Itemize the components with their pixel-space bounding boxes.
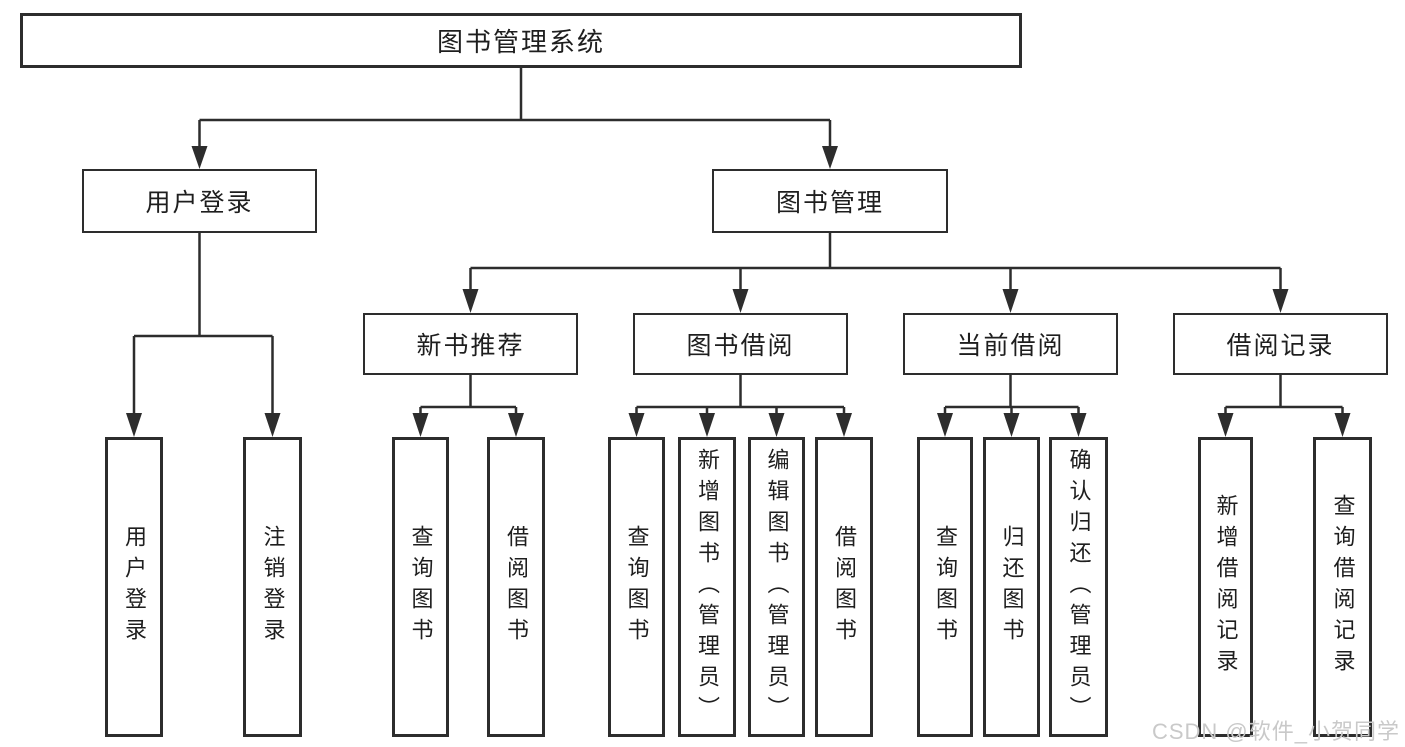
leaf-return-books: 归还图书 (983, 437, 1040, 737)
leaf-query-borrow-record: 查询借阅记录 (1313, 437, 1372, 737)
node-label: 当前借阅 (956, 332, 1065, 360)
leaf-borrow-books-newbook: 借阅图书 (487, 437, 545, 737)
node-label: 新增借阅记录 (1213, 494, 1239, 680)
node-label: 借阅图书 (832, 525, 857, 649)
node-label: 新增图书（管理员） (695, 447, 720, 727)
node-label: 确认归还（管理员） (1066, 447, 1092, 727)
leaf-logout: 注销登录 (243, 437, 302, 737)
node-current-borrow: 当前借阅 (903, 313, 1118, 375)
node-label: 图书管理系统 (436, 27, 605, 57)
leaf-confirm-return-admin: 确认归还（管理员） (1049, 437, 1108, 737)
leaf-query-books-newbook: 查询图书 (392, 437, 449, 737)
node-label: 用户登录 (145, 189, 254, 217)
leaf-query-books-current: 查询图书 (917, 437, 973, 737)
node-borrow-records: 借阅记录 (1173, 313, 1388, 375)
node-label: 归还图书 (999, 525, 1025, 649)
node-label: 查询借阅记录 (1330, 494, 1356, 680)
leaf-add-borrow-record: 新增借阅记录 (1198, 437, 1253, 737)
leaf-edit-books-admin: 编辑图书（管理员） (748, 437, 805, 737)
leaf-user-login: 用户登录 (105, 437, 163, 737)
node-label: 图书借阅 (686, 332, 795, 360)
node-label: 借阅记录 (1226, 332, 1335, 360)
node-label: 查询图书 (408, 525, 434, 649)
node-label: 用户登录 (122, 525, 147, 649)
node-new-book-recommend: 新书推荐 (363, 313, 578, 375)
node-label: 查询图书 (624, 525, 650, 649)
node-library-management-system: 图书管理系统 (20, 13, 1022, 68)
csdn-watermark: CSDN @软件_小贺同学 (1151, 719, 1400, 744)
node-label: 图书管理 (775, 189, 884, 217)
node-label: 注销登录 (260, 525, 286, 649)
leaf-query-books-borrow: 查询图书 (608, 437, 665, 737)
leaf-add-books-admin: 新增图书（管理员） (678, 437, 736, 737)
leaf-borrow-books: 借阅图书 (815, 437, 873, 737)
node-label: 新书推荐 (416, 332, 525, 360)
node-book-borrow: 图书借阅 (633, 313, 848, 375)
node-label: 查询图书 (933, 525, 958, 649)
node-book-management: 图书管理 (712, 169, 948, 233)
node-label: 编辑图书（管理员） (764, 447, 790, 727)
node-user-login: 用户登录 (82, 169, 317, 233)
node-label: 借阅图书 (504, 525, 529, 649)
